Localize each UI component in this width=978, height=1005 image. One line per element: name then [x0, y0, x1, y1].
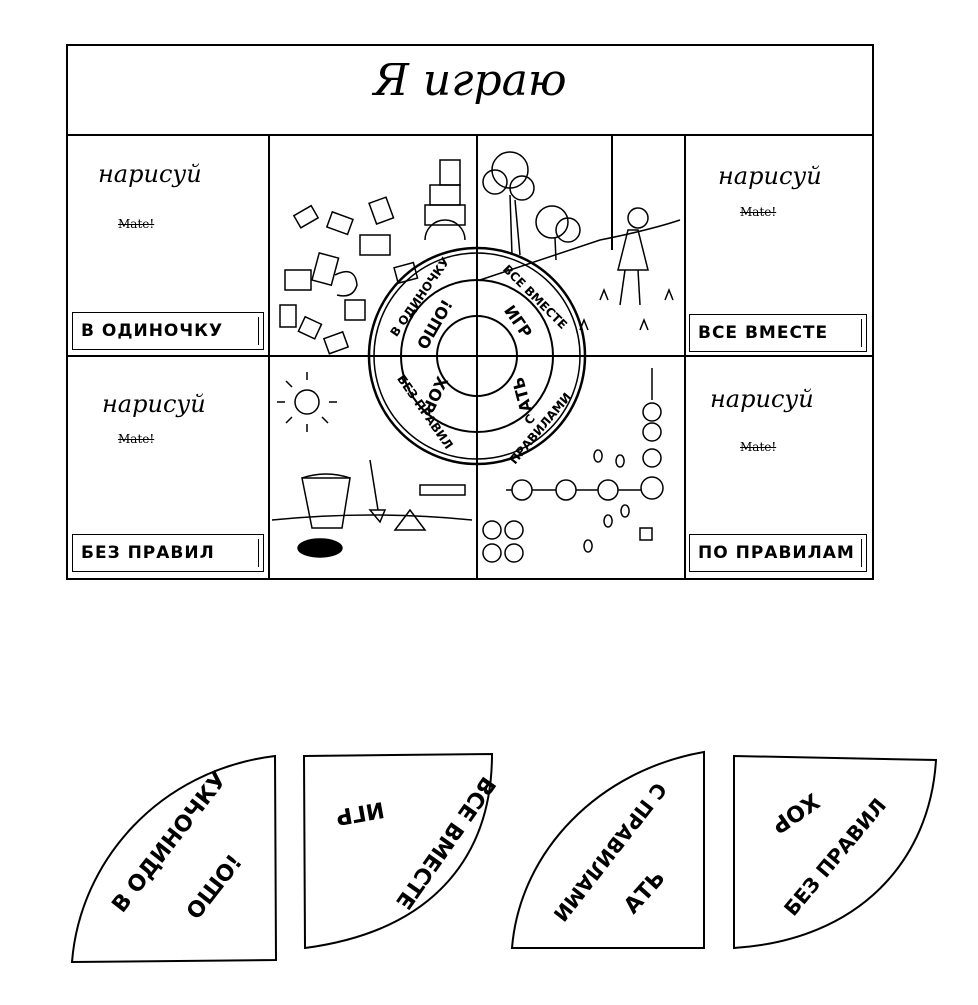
- blocks-illustration: [279, 159, 466, 355]
- draw-instruction-bottom-right: нарисуй: [710, 385, 814, 413]
- mate-note-top-right: Mate!: [740, 205, 777, 219]
- label-no-rules: БЕЗ ПРАВИЛ: [72, 534, 264, 572]
- trees-girl-illustration: [479, 151, 681, 331]
- mate-note-bottom-left: Mate!: [118, 432, 155, 446]
- sandbox-illustration: [271, 372, 473, 558]
- label-alone: В ОДИНОЧКУ: [72, 312, 264, 350]
- draw-instruction-bottom-left: нарисуй: [102, 390, 206, 418]
- draw-instruction-top-left: нарисуй: [98, 160, 202, 188]
- draw-instruction-top-right: нарисуй: [718, 162, 822, 190]
- label-with-rules: ПО ПРАВИЛАМ: [689, 534, 867, 572]
- mate-note-top-left: Mate!: [118, 217, 155, 231]
- label-all-together: ВСЕ ВМЕСТЕ: [689, 314, 867, 352]
- mate-note-bottom-right: Mate!: [740, 440, 777, 454]
- page-title: Я играю: [373, 55, 567, 106]
- game-wheel: [367, 246, 587, 466]
- beads-illustration: [482, 368, 664, 563]
